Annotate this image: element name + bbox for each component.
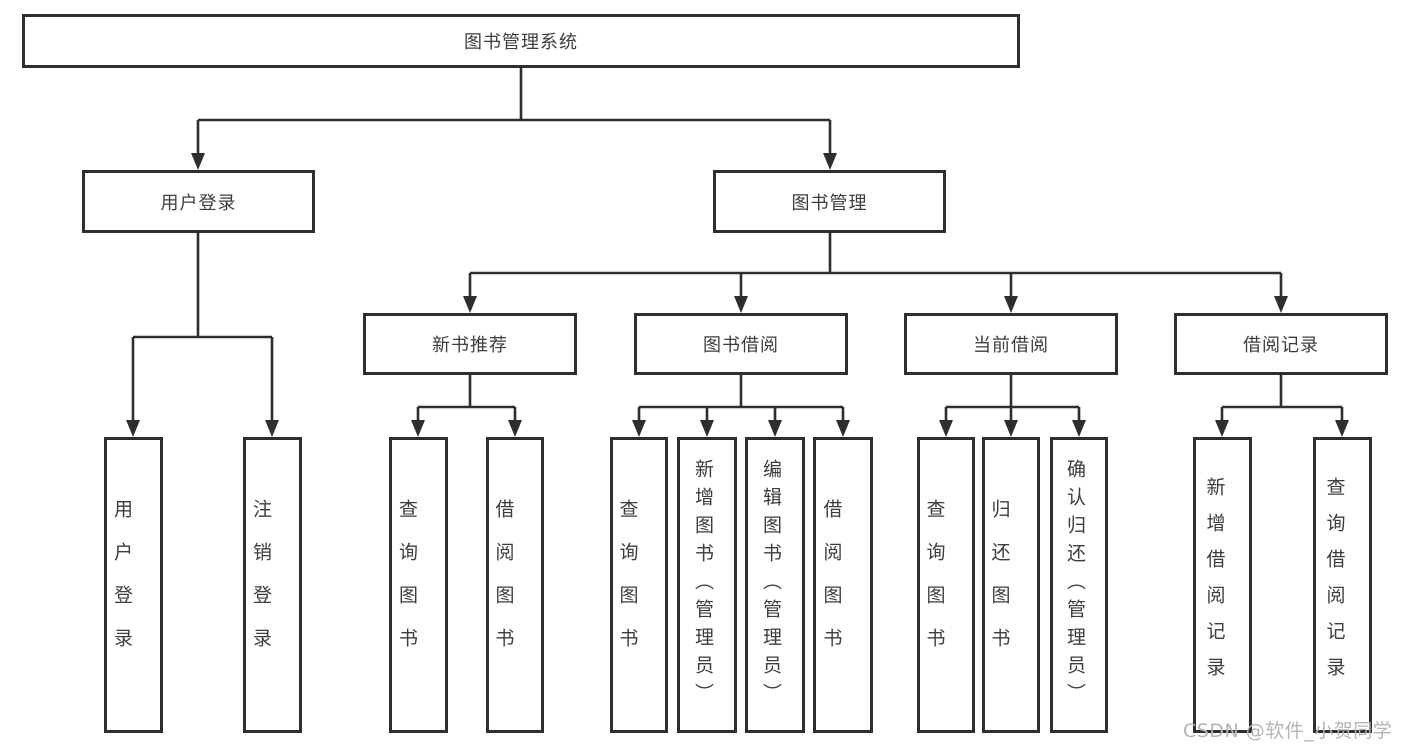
leaf-borrow-book: 借阅图书 [813, 437, 873, 733]
leaf-return-book: 归还图书 [982, 437, 1040, 733]
node-current-borrow: 当前借阅 [904, 313, 1118, 375]
node-borrow-records: 借阅记录 [1174, 313, 1388, 375]
leaf-add-book-admin: 新增图书（管理员） [677, 437, 737, 733]
node-book-borrow: 图书借阅 [634, 313, 848, 375]
csdn-watermark: CSDN @软件_小贺同学 [1183, 720, 1393, 742]
leaf-query-book-borrow: 查询图书 [610, 437, 668, 733]
leaf-query-book-current: 查询图书 [917, 437, 975, 733]
leaf-query-book-recommend: 查询图书 [389, 437, 448, 733]
leaf-confirm-return-admin: 确认归还（管理员） [1050, 437, 1108, 733]
node-book-management-branch: 图书管理 [713, 170, 946, 233]
leaf-add-borrow-record: 新增借阅记录 [1193, 437, 1252, 733]
node-user-login-branch: 用户登录 [82, 170, 315, 233]
node-new-book-recommend: 新书推荐 [363, 313, 577, 375]
node-root-library-system: 图书管理系统 [22, 14, 1020, 68]
leaf-user-login: 用户登录 [104, 437, 163, 733]
leaf-borrow-book-recommend: 借阅图书 [486, 437, 544, 733]
leaf-logout: 注销登录 [243, 437, 302, 733]
leaf-edit-book-admin: 编辑图书（管理员） [745, 437, 805, 733]
leaf-query-borrow-record: 查询借阅记录 [1313, 437, 1372, 733]
